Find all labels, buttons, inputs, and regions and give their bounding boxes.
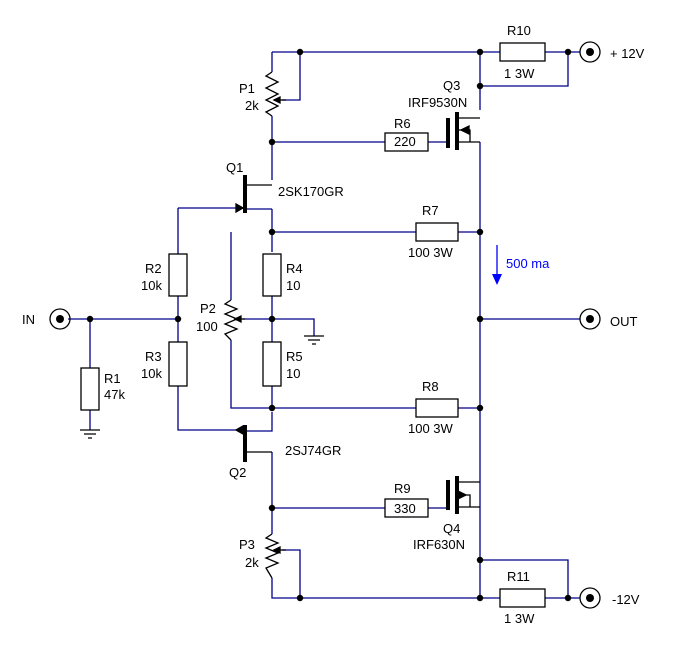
vplus-label: + 12V [610,46,645,61]
resistor-r2: R2 10k [141,253,188,297]
resistor-r10: R10 1 3W [499,23,546,81]
r5-value: 10 [286,366,300,381]
resistor-r3: R3 10k [141,341,188,387]
jfet-q2: Q2 2SJ74GR [229,424,341,480]
input-terminal: IN [22,308,71,330]
r3-name: R3 [145,349,162,364]
mosfet-q3: Q3 IRF9530N [408,78,480,150]
r11-name: R11 [507,569,530,584]
current-label: 500 ma [506,256,550,271]
potentiometer-p1: P1 2k [239,71,286,117]
r4-name: R4 [286,261,303,276]
q4-part: IRF630N [413,537,465,552]
r4-value: 10 [286,278,300,293]
resistor-r5: R5 10 [262,341,303,387]
resistor-r7: R7 100 3W [408,203,459,260]
q3-part: IRF9530N [408,95,467,110]
r9-name: R9 [394,481,411,496]
r7-value: 100 3W [408,245,454,260]
vminus-label: -12V [612,592,640,607]
output-terminal: OUT [579,308,638,330]
vminus-terminal: -12V [579,587,640,609]
r10-value: 1 3W [504,66,535,81]
wiring [68,51,580,600]
q4-name: Q4 [443,521,460,536]
resistor-r1: R1 47k [80,367,125,411]
p3-name: P3 [239,537,255,552]
q1-part: 2SK170GR [278,184,344,199]
p1-value: 2k [245,98,259,113]
r2-value: 10k [141,278,162,293]
p3-value: 2k [245,555,259,570]
p1-name: P1 [239,81,255,96]
q2-part: 2SJ74GR [285,443,341,458]
r10-name: R10 [507,23,531,38]
ground-icon [304,335,324,345]
ground-icon [80,429,100,439]
resistor-r6: R6 220 [384,116,429,152]
p2-value: 100 [196,319,218,334]
input-label: IN [22,312,35,327]
r9-value: 330 [394,501,416,516]
q2-name: Q2 [229,465,246,480]
resistor-r4: R4 10 [262,253,303,297]
vplus-terminal: + 12V [579,41,645,63]
resistor-r8: R8 100 3W [408,379,459,436]
mosfet-q4: Q4 IRF630N [413,476,480,552]
r8-name: R8 [422,379,439,394]
junction-dots [86,48,572,602]
r1-name: R1 [104,371,121,386]
r6-value: 220 [394,134,416,149]
potentiometer-p3: P3 2k [239,533,286,579]
r11-value: 1 3W [504,611,535,626]
r8-value: 100 3W [408,421,454,436]
r2-name: R2 [145,261,162,276]
r7-name: R7 [422,203,439,218]
r1-value: 47k [104,387,125,402]
current-annotation: 500 ma [492,245,550,285]
jfet-q1: Q1 2SK170GR [226,160,344,214]
output-label: OUT [610,314,638,329]
r3-value: 10k [141,366,162,381]
resistor-r11: R11 1 3W [499,569,546,626]
r6-name: R6 [394,116,411,131]
q1-name: Q1 [226,160,243,175]
potentiometer-p2: P2 100 [196,299,245,341]
r5-name: R5 [286,349,303,364]
p2-name: P2 [200,301,216,316]
q3-name: Q3 [443,78,460,93]
resistor-r9: R9 330 [384,481,429,518]
